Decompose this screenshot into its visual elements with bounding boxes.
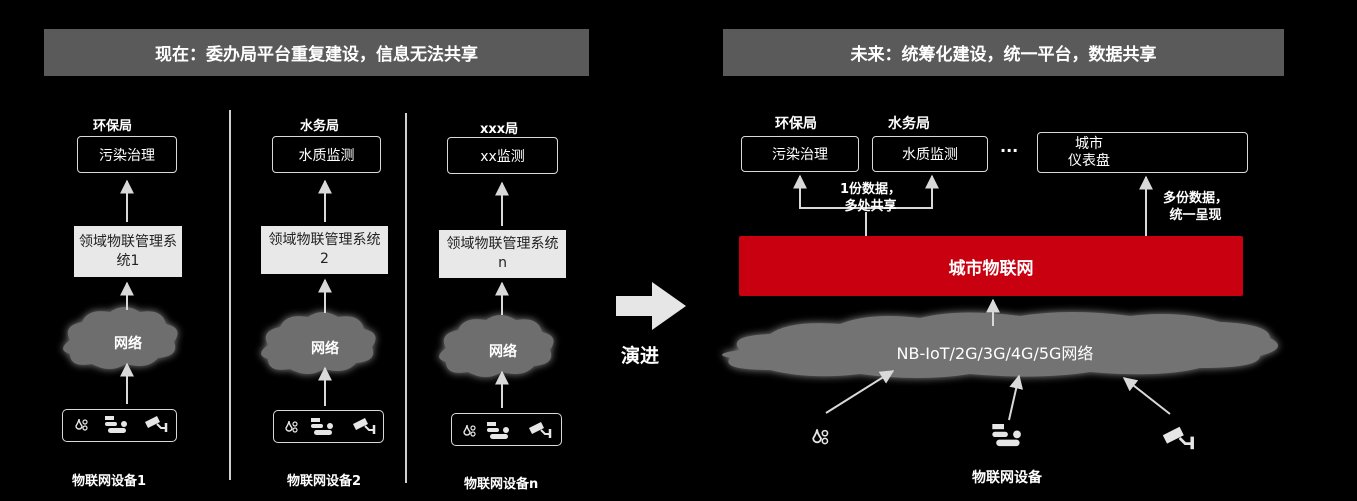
share-note: 1份数据， 多处共享 (840, 182, 902, 214)
cloud-network-n (439, 315, 554, 377)
left-flow-arrows (120, 179, 509, 408)
domain-mgmt-system: 领域物联管理系统1 (74, 226, 182, 277)
domain-mgmt-system: 领域物联管理系统2 (261, 226, 388, 274)
more-ellipsis: ··· (1000, 141, 1019, 160)
agency-label: xxx局 (480, 122, 519, 137)
left-header: 现在：委办局平台重复建设，信息无法共享 (44, 29, 589, 76)
unified-network-label: NB-IoT/2G/3G/4G/5G网络 (896, 344, 1094, 363)
app-box: xx监测 (447, 137, 558, 174)
evolve-label: 演进 (621, 345, 660, 367)
app-box: 水质监测 (272, 136, 381, 173)
surveillance-camera-icon (1161, 425, 1194, 451)
cloud-network-unified (722, 312, 1278, 378)
device-group-box (451, 413, 562, 446)
column-divider (229, 110, 231, 480)
agency-label: 环保局 (93, 119, 133, 134)
device-label: 物联网设备 (972, 470, 1042, 486)
app-box: 污染治理 (741, 136, 859, 172)
sensor-meter-icon (992, 424, 1021, 447)
right-header: 未来：统筹化建设，统一平台，数据共享 (723, 29, 1284, 76)
evolve-arrow (616, 282, 686, 330)
app-box: 污染治理 (77, 136, 177, 173)
device-group-box (273, 410, 384, 443)
city-dashboard-box: 城市 仪表盘 (1037, 132, 1248, 173)
water-drops-icon (812, 428, 829, 445)
network-label: 网络 (489, 344, 517, 360)
network-label: 网络 (114, 336, 142, 352)
device-label: 物联网设备2 (287, 474, 362, 489)
cloud-network-1 (63, 307, 178, 369)
device-label: 物联网设备n (464, 477, 539, 492)
column-divider (405, 113, 407, 483)
agency-label: 环保局 (775, 116, 817, 132)
dashboard-label: 城市 (1075, 135, 1103, 152)
city-iot-platform: 城市物联网 (739, 236, 1243, 296)
domain-mgmt-system: 领域物联管理系统n (439, 230, 566, 278)
device-group-box (62, 409, 177, 442)
cloud-network-2 (261, 312, 376, 374)
device-label: 物联网设备1 (72, 474, 147, 489)
network-label: 网络 (311, 341, 339, 357)
app-box: 水质监测 (872, 136, 988, 172)
present-note: 多份数据， 统一呈现 (1163, 191, 1229, 223)
right-flow-arrows (793, 174, 1171, 421)
agency-label: 水务局 (888, 116, 930, 132)
dashboard-label: 仪表盘 (1068, 152, 1110, 169)
agency-label: 水务局 (300, 119, 340, 134)
